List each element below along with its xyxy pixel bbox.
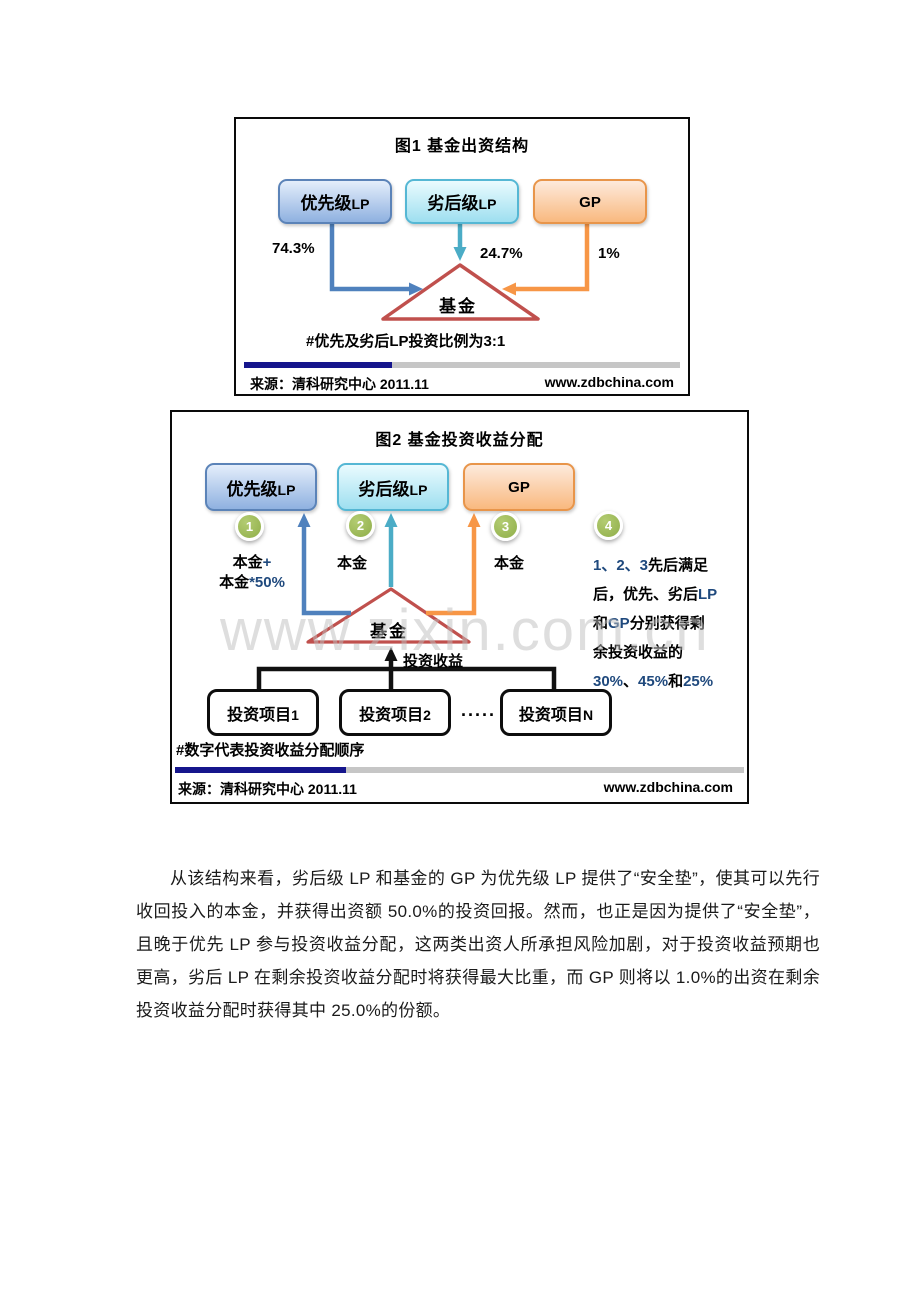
- junior-lp-percentage: 24.7%: [480, 245, 523, 262]
- figure1-connectors: [329, 218, 590, 321]
- figure1-title: 图1 基金出资结构: [394, 138, 530, 155]
- project-box-1: 投资项目1: [207, 689, 319, 736]
- fund-triangle: [306, 587, 471, 644]
- figure1-node-gp: GP: [533, 179, 647, 224]
- figure1-fund-contribution-structure: 图1 基金出资结构 优先级LP 劣后级LP: [234, 117, 690, 396]
- senior-lp-label: 优先级LP: [300, 194, 370, 213]
- project-box-2: 投资项目2: [339, 689, 451, 736]
- project-2-label: 投资项目2: [359, 706, 431, 724]
- step-1-label-line2: 本金*50%: [219, 574, 285, 591]
- step-2-label: 本金: [336, 555, 367, 572]
- figure2-node-senior-lp: 优先级LP: [205, 463, 317, 511]
- junior-lp-label: 劣后级LP: [427, 194, 497, 213]
- figure2-fund-income-distribution: 图2 基金投资收益分配 www.zixin.com.cn: [170, 410, 749, 804]
- step-1-badge: 1: [235, 512, 264, 541]
- senior-lp-percentage: 74.3%: [272, 240, 315, 257]
- figure2-node-gp: GP: [463, 463, 575, 511]
- figure2-node-junior-lp: 劣后级LP: [337, 463, 449, 511]
- gp-label: GP: [508, 479, 530, 496]
- step-1-label: 本金+ 本金*50%: [208, 553, 296, 593]
- figure2-title: 图2 基金投资收益分配: [375, 432, 544, 449]
- figure1-node-senior-lp: 优先级LP: [278, 179, 392, 224]
- gp-label: GP: [579, 193, 601, 211]
- step-2-badge: 2: [346, 511, 375, 540]
- step-1-label-line1: 本金+: [232, 554, 272, 571]
- return-arrow-senior-lp: [297, 513, 351, 616]
- figure2-connectors: [256, 513, 557, 689]
- junior-lp-label: 劣后级LP: [358, 479, 428, 499]
- project-n-label: 投资项目N: [518, 706, 594, 724]
- body-paragraph: 从该结构来看，劣后级 LP 和基金的 GP 为优先级 LP 提供了“安全垫”，使…: [136, 869, 820, 1020]
- figure1-node-junior-lp: 劣后级LP: [405, 179, 519, 224]
- figure2-divider-bar-fill: [175, 767, 346, 773]
- step-3-badge: 3: [491, 512, 520, 541]
- projects-connector: [256, 666, 557, 689]
- step-3-label: 本金: [493, 555, 524, 572]
- figure1-source: 来源：清科研究中心 2011.11: [250, 376, 429, 392]
- gp-percentage: 1%: [598, 245, 620, 262]
- step-4-description: 1、2、3先后满足后，优先、劣后LP和GP分别获得剩余投资收益的30%、45%和…: [593, 557, 718, 690]
- figure1-divider-bar: [244, 362, 680, 368]
- figure2-footer: 来源：清科研究中心 2011.11 www.zdbchina.com: [178, 779, 733, 799]
- figure2-website: www.zdbchina.com: [603, 779, 733, 795]
- figure1-note: #优先及劣后LP投资比例为3:1: [306, 333, 506, 350]
- senior-lp-flow-arrow: [329, 218, 423, 296]
- income-label: 投资收益: [403, 653, 464, 670]
- senior-lp-label: 优先级LP: [226, 479, 296, 499]
- figure1-website: www.zdbchina.com: [544, 374, 674, 390]
- figure1-footer: 来源：清科研究中心 2011.11 www.zdbchina.com: [250, 374, 674, 394]
- figure2-fund-label: 基金: [370, 622, 408, 641]
- figure1-fund-label: 基金: [439, 297, 477, 316]
- projects-ellipsis: .....: [461, 700, 497, 720]
- project-box-n: 投资项目N: [500, 689, 612, 736]
- gp-flow-arrow: [502, 218, 590, 296]
- figure2-note: #数字代表投资收益分配顺序: [176, 742, 365, 759]
- return-arrow-gp: [426, 513, 481, 616]
- figure2-divider-bar: [175, 767, 744, 773]
- figure2-source: 来源：清科研究中心 2011.11: [178, 781, 357, 797]
- step-4-badge: 4: [594, 511, 623, 540]
- figure1-divider-bar-fill: [244, 362, 393, 368]
- project-1-label: 投资项目1: [227, 706, 299, 724]
